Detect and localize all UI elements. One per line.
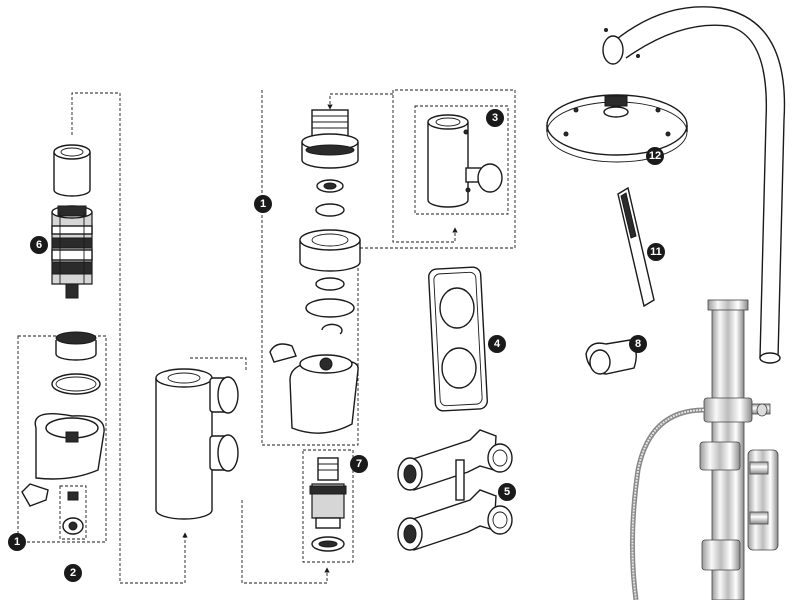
badge-4: 4 bbox=[488, 335, 506, 353]
badge-3-label: 3 bbox=[492, 112, 498, 124]
badge-8: 8 bbox=[629, 335, 647, 353]
flow-cartridge bbox=[309, 457, 347, 552]
badge-4-label: 4 bbox=[494, 338, 501, 350]
badge-2: 2 bbox=[64, 564, 82, 582]
badge-1-center-label: 1 bbox=[260, 198, 266, 210]
diverter-stack bbox=[269, 109, 361, 434]
hand-shower bbox=[617, 186, 655, 308]
diverter-handle-part bbox=[427, 114, 503, 208]
badge-7: 7 bbox=[350, 455, 368, 473]
shower-set-photo bbox=[629, 299, 779, 600]
badge-11-label: 11 bbox=[650, 246, 662, 258]
wall-elbows bbox=[397, 429, 513, 551]
shower-head bbox=[546, 94, 688, 163]
badge-8-label: 8 bbox=[635, 338, 641, 350]
valve-body bbox=[155, 368, 239, 520]
hand-shower-holder bbox=[585, 339, 637, 375]
shower-riser-arm bbox=[602, 6, 786, 364]
sleeve-part bbox=[53, 144, 91, 197]
badge-6: 6 bbox=[30, 236, 48, 254]
badge-5-label: 5 bbox=[504, 486, 510, 498]
badge-1-left-label: 1 bbox=[14, 536, 20, 548]
badge-12-label: 12 bbox=[649, 150, 661, 162]
badge-6-label: 6 bbox=[36, 239, 42, 251]
badge-1-center: 1 bbox=[254, 195, 272, 213]
badge-7-label: 7 bbox=[356, 458, 362, 470]
badge-3: 3 bbox=[486, 109, 504, 127]
badge-11: 11 bbox=[647, 243, 665, 261]
faceplate bbox=[428, 266, 488, 412]
badge-2-label: 2 bbox=[70, 567, 76, 579]
thermostatic-cartridge bbox=[51, 205, 93, 299]
badge-5: 5 bbox=[498, 483, 516, 501]
handle-assembly-left bbox=[21, 331, 105, 535]
badge-1-left: 1 bbox=[8, 533, 26, 551]
badge-12: 12 bbox=[646, 147, 664, 165]
